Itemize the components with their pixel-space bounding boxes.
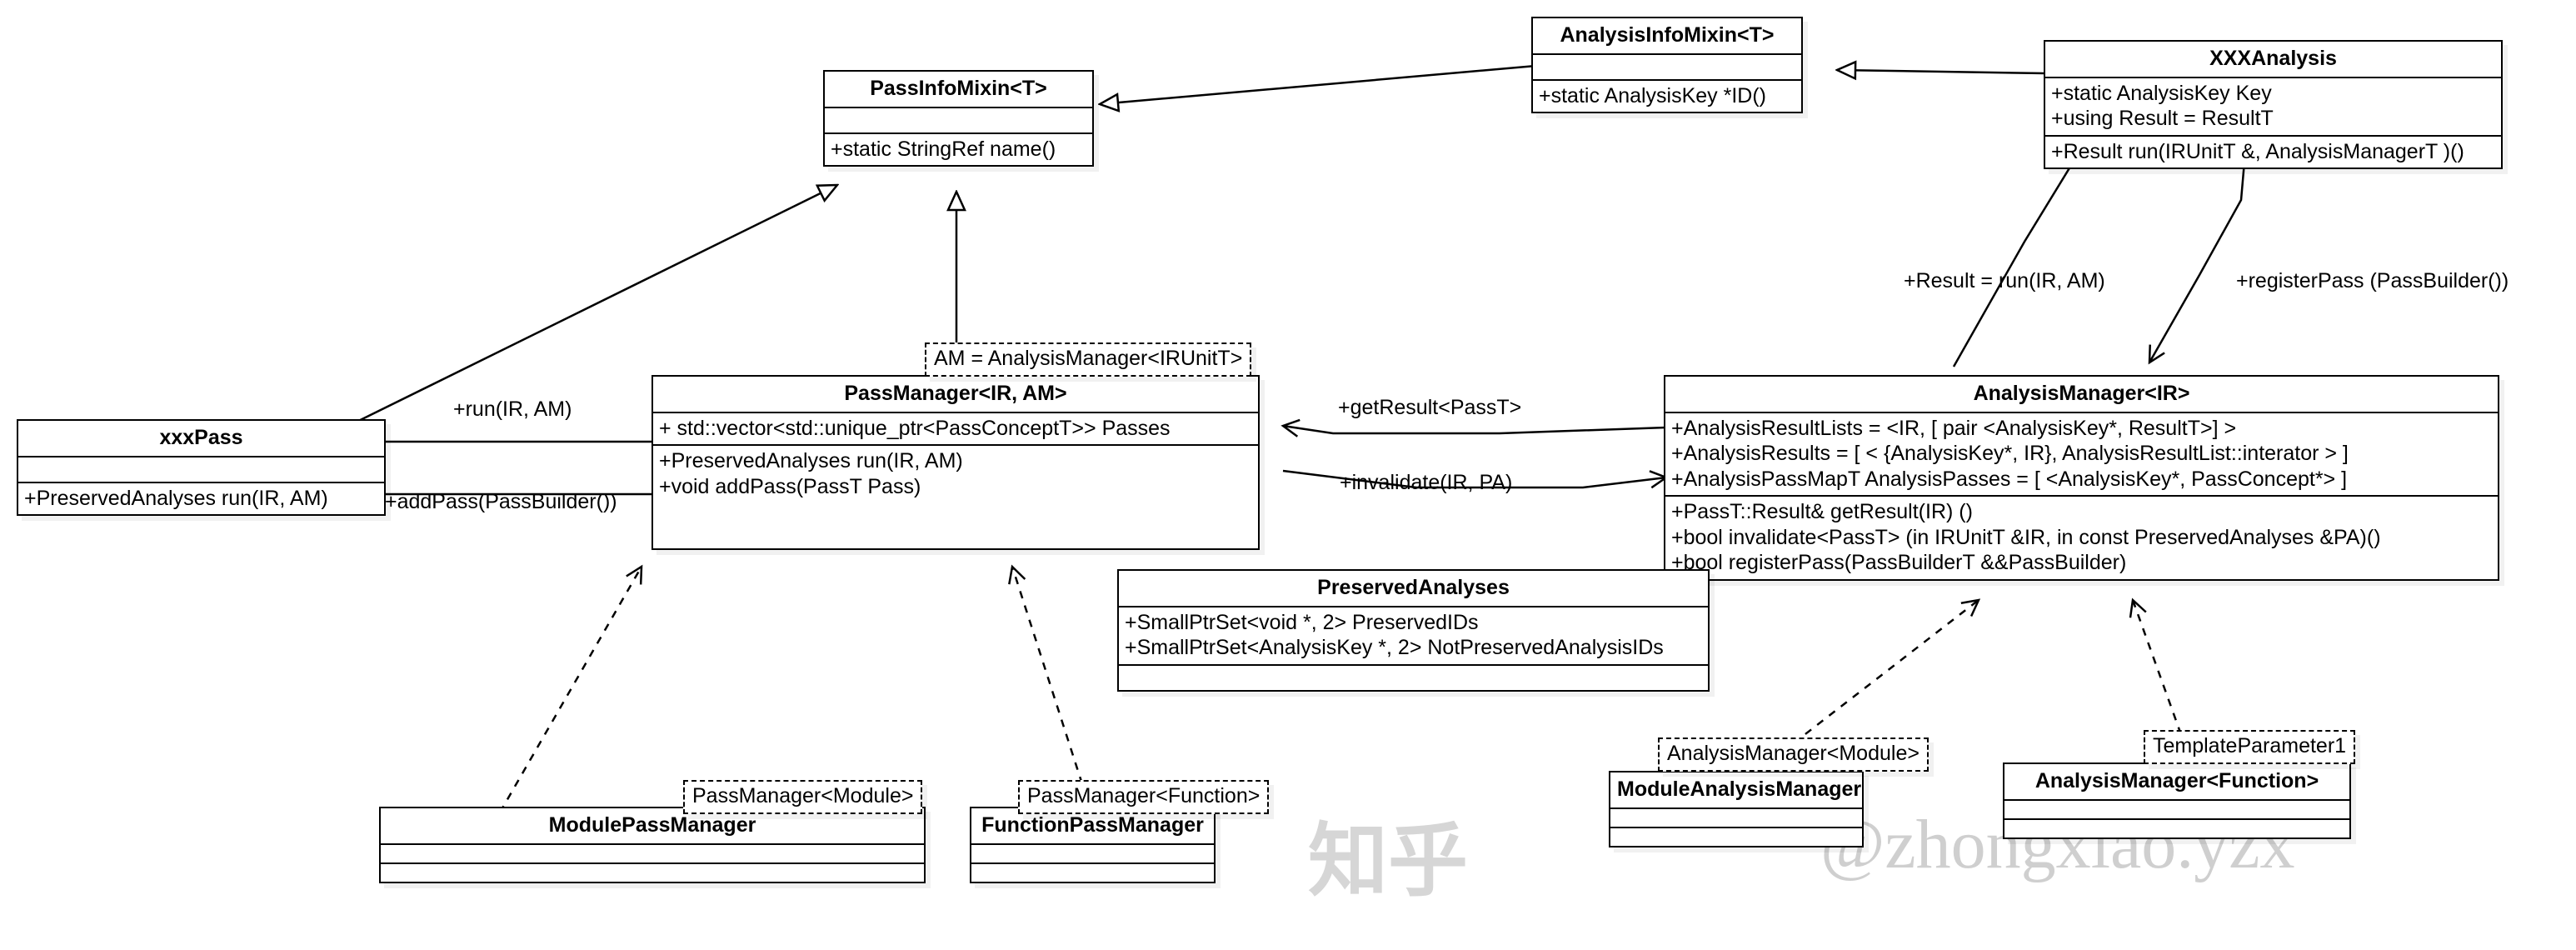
class-methods-xxx-pass: +PreservedAnalyses run(IR, AM) [18, 481, 384, 515]
class-attributes-module-analysis-manager [1610, 807, 1862, 827]
class-methods-analysis-manager-function [2004, 818, 2349, 838]
class-methods-module-pass-manager [381, 862, 924, 882]
class-title-function-pass-manager: FunctionPassManager [981, 813, 1204, 837]
method-row: +void addPass(PassT Pass) [659, 474, 921, 498]
class-attributes-preserved-analyses: +SmallPtrSet<void *, 2> PreservedIDs +Sm… [1119, 605, 1708, 664]
class-title-module-pass-manager: ModulePassManager [548, 813, 756, 837]
class-title-xxx-analysis: XXXAnalysis [2209, 47, 2337, 70]
class-attributes-analysis-info-mixin [1533, 52, 1801, 79]
class-title-xxx-pass: xxxPass [159, 426, 243, 449]
class-box-pass-info-mixin[interactable]: PassInfoMixin<T> +static StringRef name(… [823, 70, 1094, 168]
method-row: +static StringRef name() [831, 137, 1056, 161]
method-row: +PassT::Result& getResult(IR) () [1671, 500, 1973, 524]
template-binding-template-parameter1: TemplateParameter1 [2144, 730, 2356, 764]
class-methods-analysis-info-mixin: +static AnalysisKey *ID() [1533, 78, 1801, 112]
template-binding-pass-manager-function: PassManager<Function> [1018, 780, 1270, 814]
attribute-row: +SmallPtrSet<void *, 2> PreservedIDs [1125, 610, 1479, 634]
class-box-analysis-manager[interactable]: AnalysisManager<IR> +AnalysisResultLists… [1664, 375, 2499, 581]
class-box-analysis-manager-function[interactable]: AnalysisManager<Function> [2003, 762, 2351, 839]
edge-label-register-pass: +registerPass (PassBuilder()) [2236, 269, 2509, 292]
class-attributes-analysis-manager-function [2004, 798, 2349, 818]
template-binding-analysis-manager-module: AnalysisManager<Module> [1658, 738, 1929, 772]
class-methods-preserved-analyses [1119, 663, 1708, 690]
class-methods-pass-manager: +PreservedAnalyses run(IR, AM) +void add… [653, 444, 1258, 502]
method-row: +bool registerPass(PassBuilderT &&PassBu… [1671, 551, 2127, 575]
class-methods-pass-info-mixin: +static StringRef name() [825, 132, 1092, 166]
class-attributes-module-pass-manager [381, 842, 924, 862]
class-box-function-pass-manager[interactable]: FunctionPassManager [970, 807, 1216, 883]
class-title-module-analysis-manager: ModuleAnalysisManager [1617, 778, 1862, 801]
class-attributes-pass-info-mixin [825, 106, 1092, 132]
class-box-analysis-info-mixin[interactable]: AnalysisInfoMixin<T> +static AnalysisKey… [1531, 17, 1803, 114]
method-row: +static AnalysisKey *ID() [1539, 83, 1767, 108]
attribute-row: +using Result = ResultT [2051, 107, 2274, 131]
attribute-row: + std::vector<std::unique_ptr<PassConcep… [659, 416, 1171, 440]
watermark-logo: 知乎 [1308, 814, 1468, 908]
edge-label-add-pass: +addPass(PassBuilder()) [385, 490, 617, 513]
edge-label-invalidate: +invalidate(IR, PA) [1340, 471, 1513, 494]
class-title-pass-info-mixin: PassInfoMixin<T> [870, 77, 1047, 100]
edge-label-get-result: +getResult<PassT> [1338, 396, 1522, 419]
class-attributes-function-pass-manager [971, 842, 1214, 862]
class-methods-module-analysis-manager [1610, 826, 1862, 846]
class-title-pass-manager: PassManager<IR, AM> [844, 382, 1067, 405]
class-attributes-xxx-pass [18, 455, 384, 482]
method-row: +PreservedAnalyses run(IR, AM) [24, 486, 328, 510]
class-box-xxx-pass[interactable]: xxxPass +PreservedAnalyses run(IR, AM) [17, 419, 386, 517]
attribute-row: +AnalysisResults = [ < {AnalysisKey*, IR… [1671, 442, 2349, 466]
method-row: +bool invalidate<PassT> (in IRUnitT &IR,… [1671, 525, 2381, 549]
attribute-row: +AnalysisPassMapT AnalysisPasses = [ <An… [1671, 467, 2348, 491]
attribute-row: +AnalysisResultLists = <IR, [ pair <Anal… [1671, 416, 2237, 440]
attribute-row: +SmallPtrSet<AnalysisKey *, 2> NotPreser… [1125, 636, 1664, 660]
class-title-preserved-analyses: PreservedAnalyses [1317, 576, 1510, 599]
class-box-module-analysis-manager[interactable]: ModuleAnalysisManager [1609, 771, 1864, 848]
edge-label-result-run: +Result = run(IR, AM) [1904, 269, 2105, 292]
method-row: +Result run(IRUnitT &, AnalysisManagerT … [2051, 139, 2464, 163]
class-box-preserved-analyses[interactable]: PreservedAnalyses +SmallPtrSet<void *, 2… [1117, 569, 1710, 692]
class-title-analysis-info-mixin: AnalysisInfoMixin<T> [1560, 23, 1775, 47]
class-attributes-xxx-analysis: +static AnalysisKey Key +using Result = … [2045, 76, 2501, 135]
class-box-xxx-analysis[interactable]: XXXAnalysis +static AnalysisKey Key +usi… [2044, 40, 2503, 170]
class-attributes-pass-manager: + std::vector<std::unique_ptr<PassConcep… [653, 411, 1258, 445]
method-row: +PreservedAnalyses run(IR, AM) [659, 449, 963, 473]
class-title-analysis-manager: AnalysisManager<IR> [1973, 382, 2190, 405]
class-methods-xxx-analysis: +Result run(IRUnitT &, AnalysisManagerT … [2045, 134, 2501, 168]
class-box-pass-manager[interactable]: PassManager<IR, AM> + std::vector<std::u… [651, 375, 1260, 550]
class-methods-function-pass-manager [971, 862, 1214, 882]
class-methods-analysis-manager: +PassT::Result& getResult(IR) () +bool i… [1665, 495, 2498, 579]
class-attributes-analysis-manager: +AnalysisResultLists = <IR, [ pair <Anal… [1665, 411, 2498, 496]
template-binding-pass-manager-module: PassManager<Module> [683, 780, 923, 814]
edge-label-run-ir-am: +run(IR, AM) [453, 398, 572, 421]
class-title-analysis-manager-function: AnalysisManager<Function> [2034, 769, 2319, 792]
template-binding-am: AM = AnalysisManager<IRUnitT> [925, 342, 1252, 377]
class-box-module-pass-manager[interactable]: ModulePassManager [379, 807, 926, 883]
attribute-row: +static AnalysisKey Key [2051, 81, 2272, 105]
